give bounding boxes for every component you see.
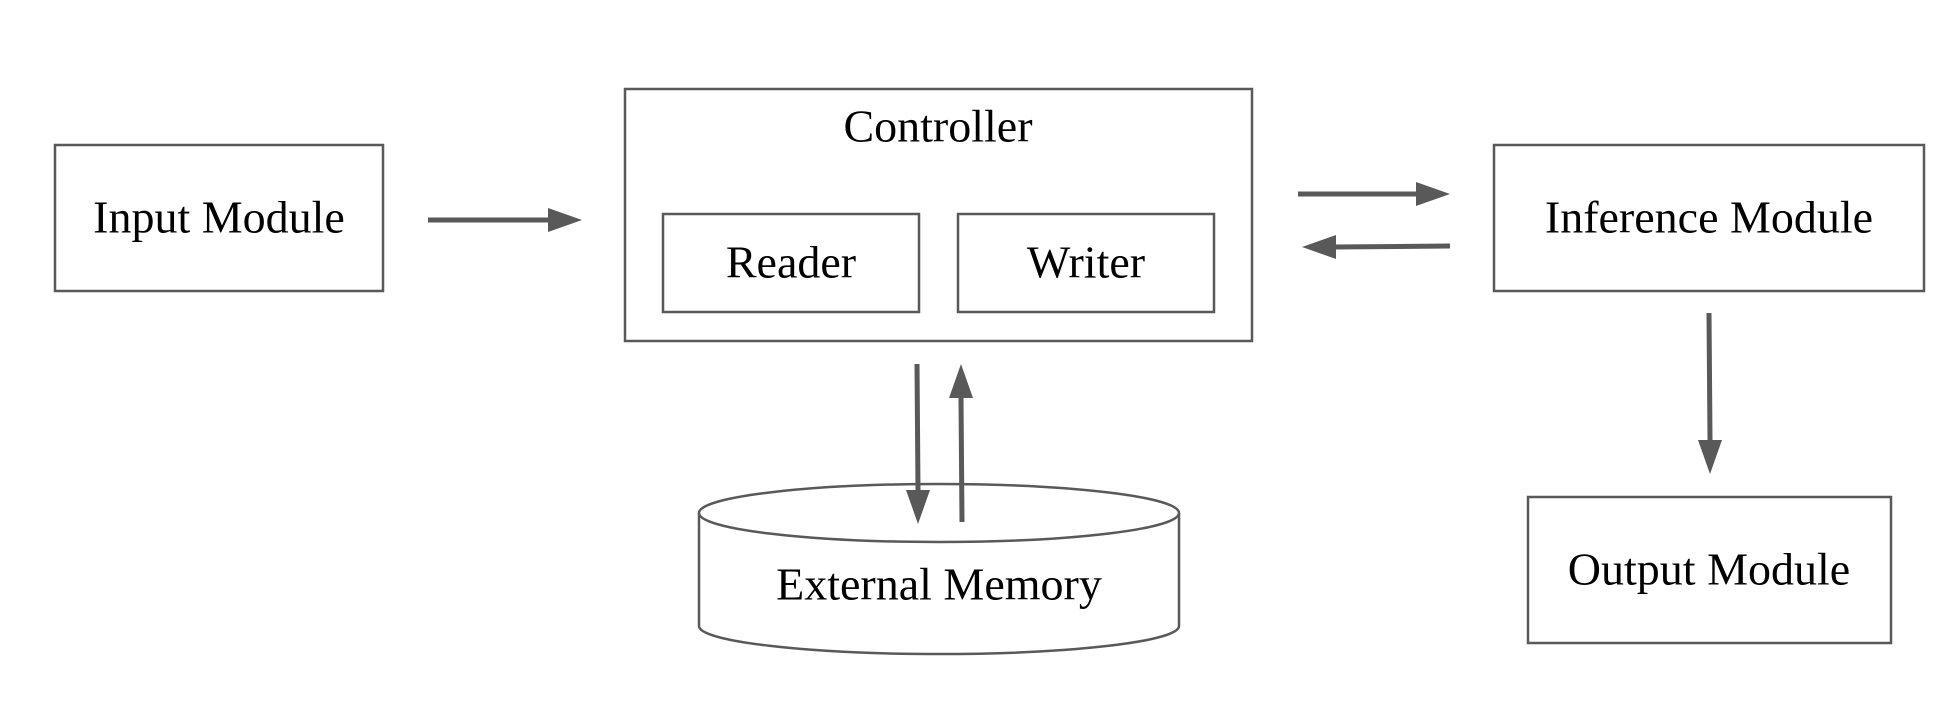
external-memory-node: External Memory [697, 482, 1181, 656]
input-module-node: Input Module [53, 143, 385, 293]
arrow-controller-to-memory [906, 363, 930, 524]
arrow-inference-to-output [1698, 312, 1722, 474]
arrow-input-to-controller [428, 208, 582, 232]
arrow-controller-to-inference [1298, 182, 1450, 206]
writer-node: Writer [956, 212, 1216, 314]
arrow-inference-to-controller [1302, 235, 1451, 259]
controller-node: Controller Reader Writer [623, 87, 1254, 343]
output-module-label: Output Module [1568, 544, 1850, 595]
arrow-memory-to-controller [949, 364, 973, 523]
reader-node: Reader [661, 212, 921, 314]
output-module-node: Output Module [1526, 495, 1893, 645]
reader-label: Reader [726, 237, 856, 288]
inference-module-node: Inference Module [1492, 143, 1926, 293]
writer-label: Writer [1027, 237, 1145, 288]
controller-label: Controller [843, 101, 1032, 152]
input-module-label: Input Module [93, 192, 345, 243]
external-memory-label: External Memory [776, 559, 1102, 610]
inference-module-label: Inference Module [1545, 192, 1873, 243]
